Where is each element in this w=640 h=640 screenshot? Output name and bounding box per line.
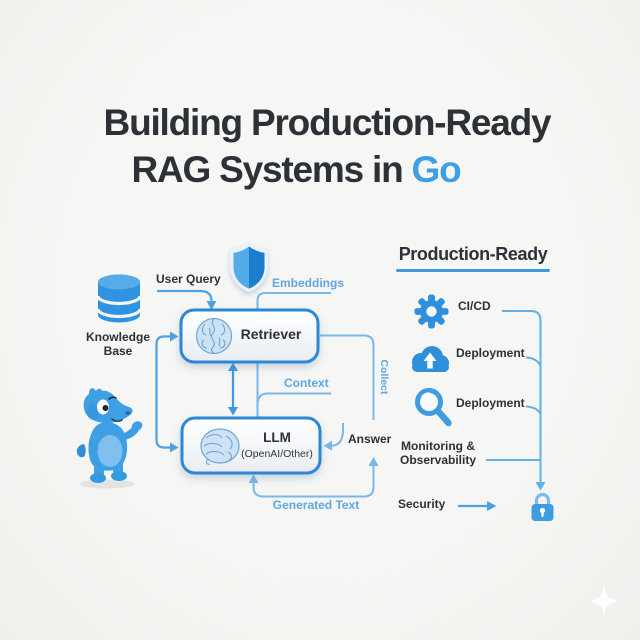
user-query-label: User Query [156,272,221,286]
cloud-upload-icon [412,346,449,372]
panel-heading: Production-Ready [398,244,548,264]
page-title-line1: Building Production-Ready [103,102,552,143]
magnifier-icon [415,388,452,427]
generated-text-label: Generated Text [272,498,360,512]
sparkle-icon [590,586,618,616]
kb-bracket-arrows [155,331,179,453]
panel-heading-underline [396,269,550,272]
page-title-go-highlight: Go [411,149,462,190]
embeddings-label: Embeddings [272,276,345,290]
answer-label: Answer [348,432,392,446]
gear-icon [414,294,449,329]
llm-sublabel: (OpenAI/Other) [241,448,313,460]
lock-icon [531,492,554,521]
generated-text-loop [248,457,379,498]
brain-icon [195,317,233,355]
context-connector [256,362,331,418]
retriever-label: Retriever [240,326,302,342]
answer-arrow [323,423,344,451]
page-title-line2-text: RAG Systems in [131,149,403,190]
panel-connector [486,310,546,491]
security-arrow [458,501,497,511]
gopher-mascot [76,388,143,489]
context-label: Context [284,376,329,390]
collect-connector [320,334,375,420]
panel-item-security-label: Security [398,497,446,511]
knowledge-base-label: Knowledge Base [85,330,150,358]
brain-icon [200,428,240,465]
user-query-arrow [156,289,217,310]
panel-item-deployment1-label: Deployment [456,346,525,360]
panel-item-monitoring-label: Monitoring & Observability [399,439,477,467]
collect-label: Collect [378,359,391,395]
llm-label: LLM [263,430,291,445]
panel-item-cicd-label: CI/CD [458,299,491,313]
retriever-llm-double-arrow [228,362,238,416]
embeddings-connector [256,292,331,309]
shield-icon [230,241,268,292]
panel-item-deployment2-label: Deployment [456,396,525,410]
database-icon [96,274,142,323]
